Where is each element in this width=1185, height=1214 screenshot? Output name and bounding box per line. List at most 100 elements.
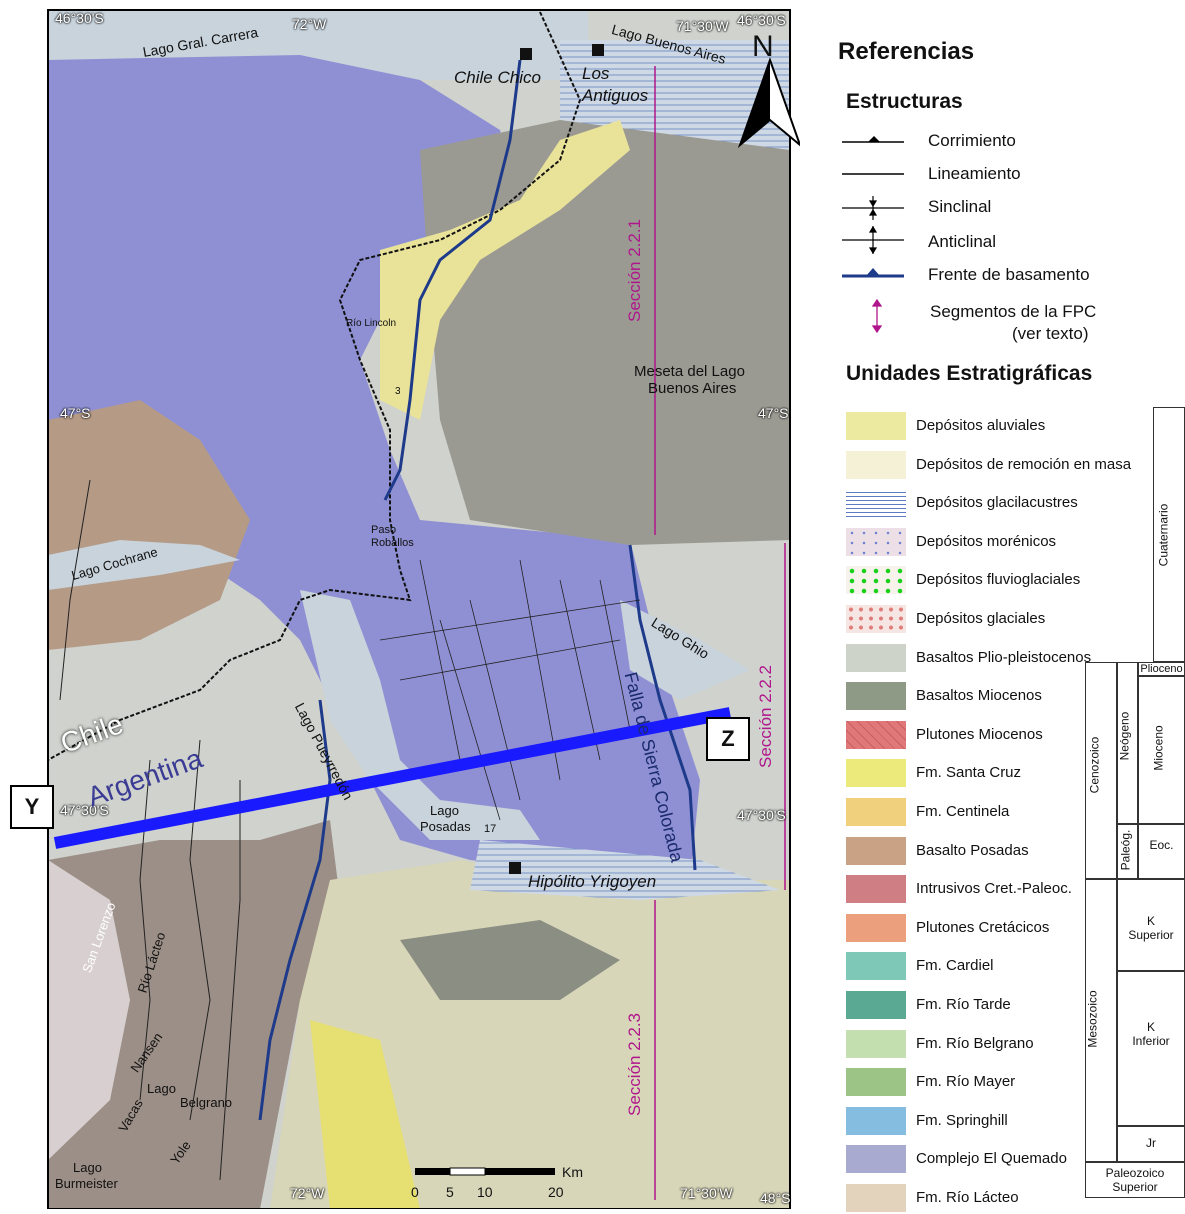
chrono-cuaternario-label: Cuaternario xyxy=(1156,503,1171,567)
chrono-jr-label: Jr xyxy=(1146,1136,1156,1150)
profile-line-yz xyxy=(53,707,732,849)
chrono-cuaternario: Cuaternario xyxy=(1153,407,1185,662)
unit-label: Fm. Río Mayer xyxy=(916,1073,1016,1091)
unit-label: Fm. Springhill xyxy=(916,1111,1008,1129)
rio-lacteo-unit xyxy=(48,860,130,1160)
unit-swatch xyxy=(846,682,906,711)
unit-label: Fm. Río Lácteo xyxy=(916,1189,1019,1206)
los-antiguos-town-icon xyxy=(592,44,604,56)
chrono-k-superior-1: K xyxy=(1146,914,1155,928)
coord-72w-bottom: 72°W xyxy=(290,1185,325,1201)
unit-swatch xyxy=(846,605,906,633)
unit-swatch xyxy=(846,875,906,904)
label-chile-chico: Chile Chico xyxy=(454,68,541,87)
unit-swatch xyxy=(846,798,906,826)
structure-label-segmentos: Segmentos de la FPC xyxy=(930,302,1097,321)
label-paso-1: Paso xyxy=(371,524,397,536)
unit-swatch xyxy=(846,566,906,595)
label-lago-posadas-2: Posadas xyxy=(420,819,471,834)
north-arrow-icon xyxy=(737,56,800,149)
southern-plains xyxy=(270,860,790,1209)
basement-front-sierra-colorada xyxy=(628,544,697,871)
unit-swatch xyxy=(846,527,906,556)
chrono-paleog: Paleóg. xyxy=(1117,824,1138,879)
unit-label: Intrusivos Cret.-Paleoc. xyxy=(916,880,1072,898)
unit-swatch xyxy=(846,450,906,479)
lago-pueyrredon-area xyxy=(300,590,540,840)
structure-label-sinclinal: Sinclinal xyxy=(928,197,992,216)
scale-tick-0: 0 xyxy=(411,1184,419,1200)
scale-bar xyxy=(415,1167,555,1176)
unit-label: Fm. Río Belgrano xyxy=(916,1034,1034,1052)
chrono-paleozoico-2: Superior xyxy=(1112,1180,1158,1194)
coord-47s-right: 47°S xyxy=(758,405,789,421)
unit-swatch xyxy=(846,1184,906,1212)
chrono-mesozoico: Mesozoico xyxy=(1085,879,1117,1162)
label-los-antiguos-1: Los xyxy=(582,64,610,83)
unit-label: Complejo El Quemado xyxy=(916,1150,1067,1168)
unit-swatch xyxy=(846,720,906,749)
chrono-plioceno: Plioceno xyxy=(1138,662,1185,676)
label-rio-lincoln: Río Lincoln xyxy=(346,318,397,329)
chrono-k-superior-2: Superior xyxy=(1128,928,1174,942)
label-seccion-223: Sección 2.2.3 xyxy=(625,1012,644,1116)
scale-tick-10: 10 xyxy=(477,1184,493,1200)
label-seccion-222: Sección 2.2.2 xyxy=(756,664,775,768)
chrono-k-inferior-1: K xyxy=(1146,1020,1155,1034)
coord-47s-left: 47°S xyxy=(60,405,91,421)
structure-label-frente: Frente de basamento xyxy=(928,265,1090,284)
unit-label: Basaltos Plio-pleistocenos xyxy=(916,648,1092,666)
unit-swatch xyxy=(846,412,906,440)
unit-label: Depósitos de remoción en masa xyxy=(916,455,1132,473)
chrono-mioceno-label: Mioceno xyxy=(1151,725,1166,771)
coord-4730s-left: 47°30'S xyxy=(60,802,109,818)
structure-label-anticlinal: Anticlinal xyxy=(928,232,997,251)
unit-label: Depósitos fluvioglaciales xyxy=(916,571,1081,589)
fpc-segments xyxy=(654,66,786,1200)
coord-se-lat: 48°S xyxy=(760,1190,791,1206)
meseta-basalts xyxy=(420,120,790,545)
unit-label: Plutones Cretácicos xyxy=(916,918,1050,936)
lineaments xyxy=(379,559,641,821)
unit-label: Fm. Río Tarde xyxy=(916,996,1011,1013)
scale-unit: Km xyxy=(562,1164,583,1180)
coord-nw-lat: 46°30'S xyxy=(55,10,104,26)
unit-label: Basalto Posadas xyxy=(916,841,1029,859)
north-label: N xyxy=(752,30,774,63)
chrono-paleozoico-1: Paleozoico xyxy=(1105,1166,1165,1180)
unit-swatch xyxy=(846,913,906,942)
unit-label: Fm. Santa Cruz xyxy=(916,764,1022,782)
western-volcanics xyxy=(48,400,250,650)
unit-swatch xyxy=(846,1106,906,1135)
unit-swatch xyxy=(846,1029,906,1058)
units-title: Unidades Estratigráficas xyxy=(846,362,1093,385)
label-lago-burmeister-2: Burmeister xyxy=(55,1176,118,1191)
chrono-mesozoico-label: Mesozoico xyxy=(1085,990,1100,1048)
unit-swatch xyxy=(846,1068,906,1097)
chrono-mioceno: Mioceno xyxy=(1138,676,1185,824)
unit-swatch xyxy=(846,643,906,672)
coord-4730s-right: 47°30'S xyxy=(737,807,786,823)
unit-swatch xyxy=(846,991,906,1019)
label-lago-burmeister-1: Lago xyxy=(73,1160,102,1175)
hipolito-yrigoyen-town-icon xyxy=(509,862,521,874)
chrono-cenozoico-label: Cenozoico xyxy=(1087,736,1102,794)
structure-symbols xyxy=(842,136,904,334)
fpc-segment-symbol-icon xyxy=(871,298,883,334)
label-lago-belgrano-2: Belgrano xyxy=(180,1095,233,1110)
legend-title: Referencias xyxy=(838,38,975,65)
santa-cruz-unit xyxy=(310,1020,420,1209)
unit-swatch xyxy=(846,489,906,518)
southern-basalts xyxy=(400,920,620,1000)
map-canvas xyxy=(47,9,800,1209)
basement-front-south xyxy=(258,699,332,1121)
label-seccion-221: Sección 2.2.1 xyxy=(625,218,644,322)
chrono-eoc: Eoc. xyxy=(1138,824,1185,879)
el-quemado-unit xyxy=(48,55,700,880)
chrono-jr: Jr xyxy=(1117,1126,1185,1162)
unit-label: Depósitos aluviales xyxy=(916,417,1046,434)
chrono-paleozoico: Paleozoico Superior xyxy=(1085,1162,1185,1198)
chrono-k-inferior-2: Inferior xyxy=(1132,1034,1170,1048)
label-lago-belgrano-1: Lago xyxy=(147,1081,176,1096)
basement-front-symbol-icon xyxy=(842,268,904,278)
